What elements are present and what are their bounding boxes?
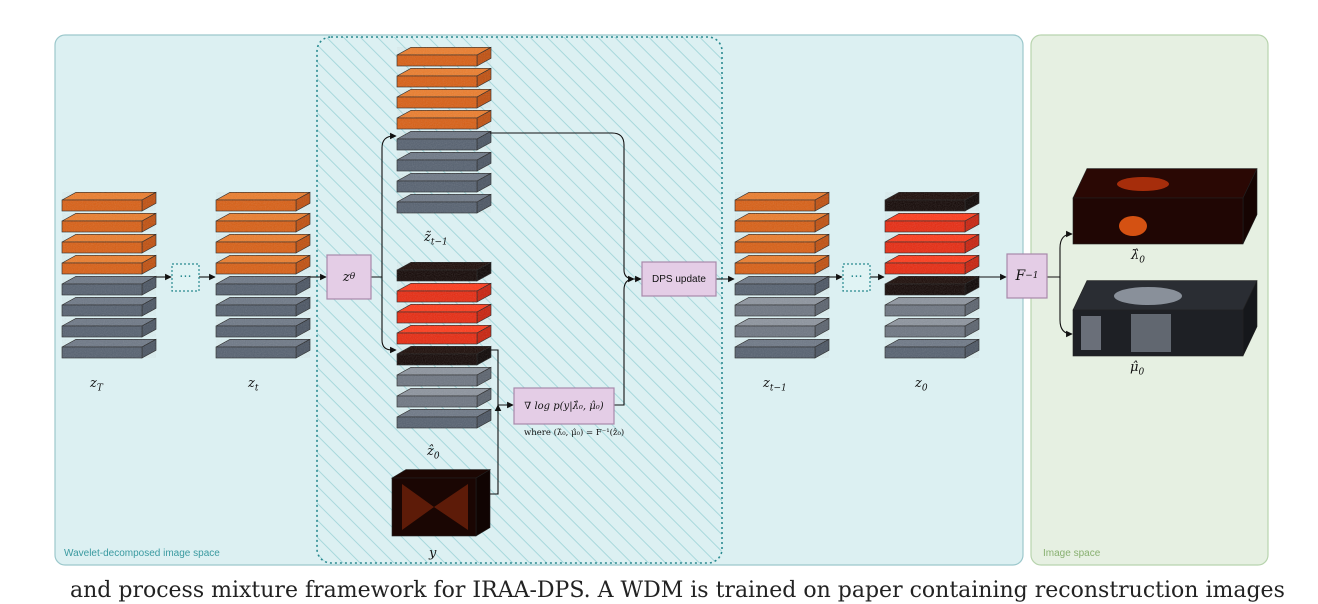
stack-zhat-slab-6 [396,387,492,408]
stack-zt-slab-1 [215,212,311,233]
stack-zhat-slab-5 [396,366,492,387]
stack-ztilde-slab-6 [396,172,492,193]
stack-z0-slab-4 [884,275,980,296]
arrow-ztheta-ztilde [371,132,397,278]
stack-zt1-slab-7 [734,338,830,359]
stack-z0-slab-5 [884,296,980,317]
label-z0: z0 [915,376,928,394]
dps-update-label: DPS update [652,273,706,285]
dots-box-1-label: ··· [179,270,192,285]
stack-zt1-slab-2 [734,233,830,254]
stack-zhat-slab-3 [396,324,492,345]
arrow-zhat-grad [490,349,514,409]
stack-z0 [884,191,980,359]
volume-mu0 [1072,280,1258,357]
arrow-grad-dps [614,275,635,406]
stack-zt1-slab-5 [734,296,830,317]
stack-ztilde-slab-7 [396,193,492,214]
dots-box-2-label: ··· [850,270,863,285]
finv-box-label: F−1 [1015,268,1039,284]
stack-zt1-slab-1 [734,212,830,233]
stack-zt1-slab-3 [734,254,830,275]
stack-z0-slab-1 [884,212,980,233]
label-zhat: ẑ0 [427,444,440,462]
stack-z0-slab-3 [884,254,980,275]
stack-zt1-slab-4 [734,275,830,296]
stack-ztilde-slab-3 [396,109,492,130]
stack-ztilde-slab-1 [396,67,492,88]
stack-ztilde-slab-4 [396,130,492,151]
arrow-finv-mu [1059,277,1073,338]
wavelet-space-label: Wavelet-decomposed image space [64,548,220,559]
stack-zT-slab-7 [61,338,157,359]
stack-zhat [396,261,492,429]
ztheta-box [326,254,372,300]
stack-zt-slab-4 [215,275,311,296]
stack-zt1-slab-0 [734,191,830,212]
stack-zt-slab-7 [215,338,311,359]
stack-ztilde [396,46,492,214]
label-lambda0: λ̂0 [1131,248,1145,266]
stack-zt [215,191,311,359]
stack-zT [61,191,157,359]
stack-zT-slab-5 [61,296,157,317]
stack-zT-slab-1 [61,212,157,233]
stack-zhat-slab-0 [396,261,492,282]
figure-caption: and process mixture framework for IRAA-D… [70,578,1285,603]
stack-z0-slab-2 [884,233,980,254]
stack-zt-slab-0 [215,191,311,212]
stack-zhat-slab-1 [396,282,492,303]
stack-zt-slab-6 [215,317,311,338]
stack-zT-slab-2 [61,233,157,254]
flow-arrows [156,132,1073,495]
sampling-region [316,36,723,564]
volume-lambda0 [1072,168,1258,245]
gradient-box [513,387,615,425]
where-note: where (λ̂₀, μ̂₀) = F⁻¹(ẑ₀) [524,428,625,438]
stack-z0-slab-0 [884,191,980,212]
stack-z0-slab-7 [884,338,980,359]
stack-zhat-slab-2 [396,303,492,324]
label-zt: zt [248,376,259,394]
label-ztilde: z̃t−1 [424,230,448,248]
label-zT: zT [90,376,103,394]
label-zt1: zt−1 [763,376,787,394]
stack-ztilde-slab-5 [396,151,492,172]
dots-box-2 [842,263,871,292]
stack-zT-slab-3 [61,254,157,275]
dps-update-box [641,261,717,297]
label-y: y [429,546,437,561]
stack-zt-slab-2 [215,233,311,254]
stack-zT-slab-4 [61,275,157,296]
stack-zt1 [734,191,830,359]
stack-zt-slab-3 [215,254,311,275]
label-mu0: μ̂0 [1130,360,1145,378]
stack-z0-slab-6 [884,317,980,338]
gradient-box-label: ∇ log p(y|λ̂₀, μ̂₀) [524,400,604,412]
stack-ztilde-slab-2 [396,88,492,109]
stack-zT-slab-0 [61,191,157,212]
stack-zt-slab-5 [215,296,311,317]
dots-box-1 [171,263,200,292]
finv-box [1006,253,1048,299]
arrow-ztheta-zhat [381,277,397,354]
stack-zT-slab-6 [61,317,157,338]
image-space-label: Image space [1043,548,1101,559]
volume-y [390,469,492,537]
arrow-finv-lambda [1047,230,1073,278]
arrow-y-grad [490,404,502,495]
operation-boxes [171,253,1048,425]
stack-ztilde-slab-0 [396,46,492,67]
volume-stacks [61,46,1258,537]
stack-zhat-slab-4 [396,345,492,366]
stack-zhat-slab-7 [396,408,492,429]
stack-zt1-slab-6 [734,317,830,338]
